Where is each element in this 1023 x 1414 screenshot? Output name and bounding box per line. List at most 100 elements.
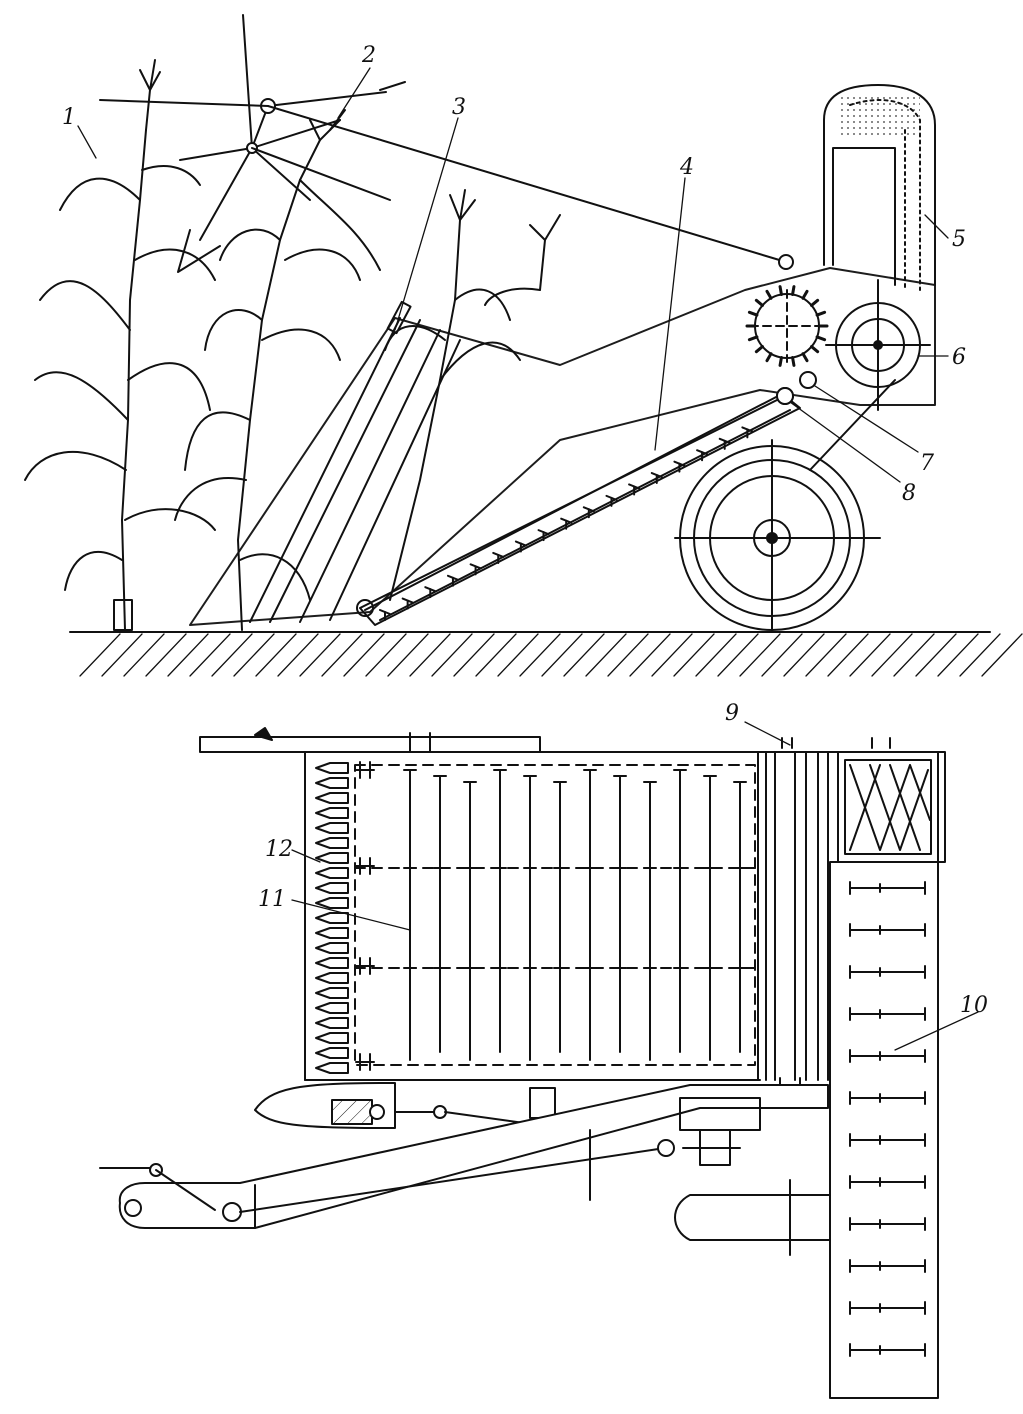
roller-bearing [355, 957, 375, 975]
ground-hatch-line [233, 633, 275, 677]
ground-hatch-line [365, 633, 407, 677]
husking-rolls-top [757, 737, 829, 1091]
ground-hatch-line [541, 633, 583, 677]
ground-hatch-line [805, 633, 847, 677]
ground-hatch-line [717, 633, 759, 677]
husking-drum [745, 285, 829, 367]
callout-leaders-top [77, 67, 949, 483]
drum-tooth [778, 356, 783, 367]
drum-tooth [747, 335, 759, 342]
side-view [24, 14, 1023, 677]
ground-hatch-line [761, 633, 803, 677]
roller-bearing [355, 1053, 375, 1071]
ground-hatch-line [497, 633, 539, 677]
unloading-elevator [829, 861, 939, 1399]
ground-hatch-line [123, 633, 165, 677]
gathering-point [315, 927, 349, 939]
ground-hatch-line [453, 633, 495, 677]
gathering-point [315, 882, 349, 894]
fan [776, 279, 931, 411]
ground-hatch-line [651, 633, 693, 677]
callout-1: 1 [62, 105, 76, 130]
ground-hatch-line [673, 633, 715, 677]
ground-hatch-line [343, 633, 385, 677]
header-slats [403, 769, 747, 1061]
gathering-point [315, 957, 349, 969]
corn-plant-1 [24, 59, 216, 631]
ground-hatch-line [211, 633, 253, 677]
gathering-point [315, 987, 349, 999]
gathering-point [315, 972, 349, 984]
callout-10: 10 [960, 993, 988, 1018]
ground-hatch-line [607, 633, 649, 677]
hitch-drawbar [99, 1082, 831, 1256]
top-beam [199, 727, 541, 753]
wheel [674, 379, 896, 633]
gathering-point [315, 897, 349, 909]
ground-hatch-line [255, 633, 297, 677]
drum-tooth [791, 356, 796, 367]
ground [69, 631, 1023, 677]
callout-labels: 1 2 3 4 5 6 7 8 9 10 11 12 [62, 43, 988, 1018]
gathering-point [315, 1002, 349, 1014]
drum-tooth [801, 289, 809, 300]
ground-hatch-line [739, 633, 781, 677]
callout-2: 2 [361, 43, 376, 68]
ground-hatch-line [299, 633, 341, 677]
reel-support-frame [99, 99, 794, 270]
gathering-point [315, 837, 349, 849]
ground-hatch-line [629, 633, 671, 677]
gathering-point [315, 777, 349, 789]
ground-hatch-line [387, 633, 429, 677]
drum-tooth [791, 285, 796, 296]
drum-tooth [754, 298, 764, 307]
callout-9: 9 [725, 701, 739, 726]
gathering-point [315, 867, 349, 879]
corn-plant-3 [384, 189, 561, 601]
ground-hatch-line [431, 633, 473, 677]
ground-hatch-line [981, 633, 1023, 677]
ground-hatch-line [79, 633, 121, 677]
ground-hatch-line [409, 633, 451, 677]
ground-hatch-line [167, 633, 209, 677]
roller-bearing [355, 857, 375, 875]
gathering-point [315, 912, 349, 924]
gathering-point [315, 762, 349, 774]
ground-hatch-line [277, 633, 319, 677]
callout-5: 5 [952, 227, 966, 252]
drum-tooth [815, 335, 827, 342]
drum-tooth [765, 289, 773, 300]
ground-hatch-line [937, 633, 979, 677]
callout-leaders-bottom [291, 721, 979, 1051]
ground-hatch-line [827, 633, 869, 677]
gathering-point [315, 792, 349, 804]
gathering-point [315, 1017, 349, 1029]
header-frame [304, 751, 946, 1081]
gathering-point [315, 942, 349, 954]
gathering-point [315, 1062, 349, 1074]
callout-12: 12 [265, 837, 293, 862]
ground-hatch-line [101, 633, 143, 677]
ground-hatch-line [189, 633, 231, 677]
callout-4: 4 [679, 155, 694, 180]
gathering-point [315, 1032, 349, 1044]
ground-hatch-line [871, 633, 913, 677]
ground-hatch-line [959, 633, 1001, 677]
ground-hatch-line [475, 633, 517, 677]
corn-plant-2 [174, 109, 381, 631]
drum-tooth [810, 345, 820, 354]
callout-6: 6 [952, 345, 966, 370]
drum-tooth [810, 298, 820, 307]
callout-11: 11 [258, 887, 286, 912]
callout-8: 8 [902, 481, 916, 506]
fan-box [837, 737, 939, 863]
gathering-point [315, 1047, 349, 1059]
gathering-point [315, 807, 349, 819]
ground-hatch-line [915, 633, 957, 677]
gathering-point [315, 852, 349, 864]
gathering-points [315, 761, 375, 1074]
drum-tooth [801, 352, 809, 363]
discharge-spout [823, 84, 936, 291]
